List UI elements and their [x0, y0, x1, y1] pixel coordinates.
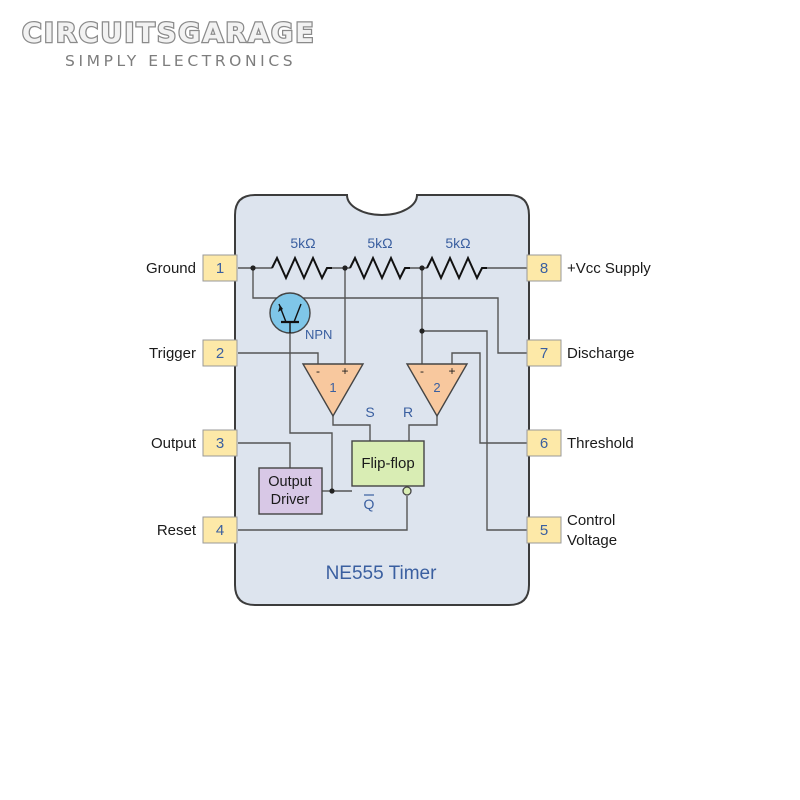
pin-7-number: 7	[540, 345, 548, 362]
comparator-2-number: 2	[433, 380, 440, 395]
pin-7-label: Discharge	[567, 345, 635, 362]
logo-brand: CIRCUITSGARAGE	[21, 17, 316, 51]
output-driver-line1: Output	[268, 474, 312, 490]
pin-5-number: 5	[540, 522, 548, 539]
comparator-2-minus: -	[420, 364, 424, 378]
flipflop-reset-label: R	[403, 404, 413, 420]
output-driver-line2: Driver	[271, 492, 310, 508]
resistor-2: 5kΩ	[349, 235, 410, 281]
junction-dot	[342, 265, 348, 271]
pin-1-number: 1	[216, 260, 224, 277]
chip-body	[234, 194, 530, 606]
flipflop-qbar-label: Q	[364, 496, 375, 512]
logo-tagline: SIMPLY ELECTRONICS	[65, 52, 297, 70]
pin-2-number: 2	[216, 345, 224, 362]
comparator-1: - + 1	[301, 363, 365, 418]
pin-5-label: Control	[567, 512, 615, 529]
pin-6-number: 6	[540, 435, 548, 452]
comparator-1-minus: -	[316, 364, 320, 378]
pin-5: 5 Control Voltage	[526, 512, 617, 549]
pin-1-label: Ground	[146, 260, 196, 277]
pin-3: 3 Output	[151, 429, 238, 457]
pin-8-number: 8	[540, 260, 548, 277]
junction-dot	[329, 488, 335, 494]
resistor-2-label: 5kΩ	[367, 235, 392, 251]
pin-8: 8 +Vcc Supply	[526, 254, 651, 282]
junction-dots	[250, 265, 425, 494]
comparator-1-number: 1	[329, 380, 336, 395]
pin-6: 6 Threshold	[526, 429, 634, 457]
pin-4-number: 4	[216, 522, 224, 539]
resistor-3-label: 5kΩ	[445, 235, 470, 251]
pin-2-label: Trigger	[149, 345, 196, 362]
pin-4-label: Reset	[157, 522, 197, 539]
flip-flop: Flip-flop	[351, 440, 425, 496]
chip-title: NE555 Timer	[326, 563, 438, 584]
pin-1: 1 Ground	[146, 254, 238, 282]
pin-8-label: +Vcc Supply	[567, 260, 651, 277]
pin-2: 2 Trigger	[149, 339, 238, 367]
comparator-2-plus: +	[448, 364, 455, 378]
junction-dot	[250, 265, 256, 271]
output-driver: Output Driver	[258, 467, 323, 515]
reset-bubble	[402, 486, 412, 496]
pin-3-number: 3	[216, 435, 224, 452]
npn-transistor: NPN	[269, 292, 332, 342]
junction-dot	[419, 265, 425, 271]
comparator-2: - + 2	[405, 363, 469, 418]
resistor-1-label: 5kΩ	[290, 235, 315, 251]
pin-3-label: Output	[151, 435, 197, 452]
pin-6-label: Threshold	[567, 435, 634, 452]
flipflop-label: Flip-flop	[361, 455, 414, 472]
pin-7: 7 Discharge	[526, 339, 635, 367]
pin-4: 4 Reset	[157, 516, 238, 544]
resistor-1: 5kΩ	[271, 235, 332, 281]
transistor-label: NPN	[305, 327, 332, 342]
resistor-3: 5kΩ	[426, 235, 487, 281]
junction-dot	[419, 328, 425, 334]
flipflop-set-label: S	[365, 404, 374, 420]
comparator-1-plus: +	[341, 364, 348, 378]
logo: CIRCUITSGARAGE SIMPLY ELECTRONICS	[21, 17, 316, 70]
pin-5-label-line2: Voltage	[567, 532, 617, 549]
